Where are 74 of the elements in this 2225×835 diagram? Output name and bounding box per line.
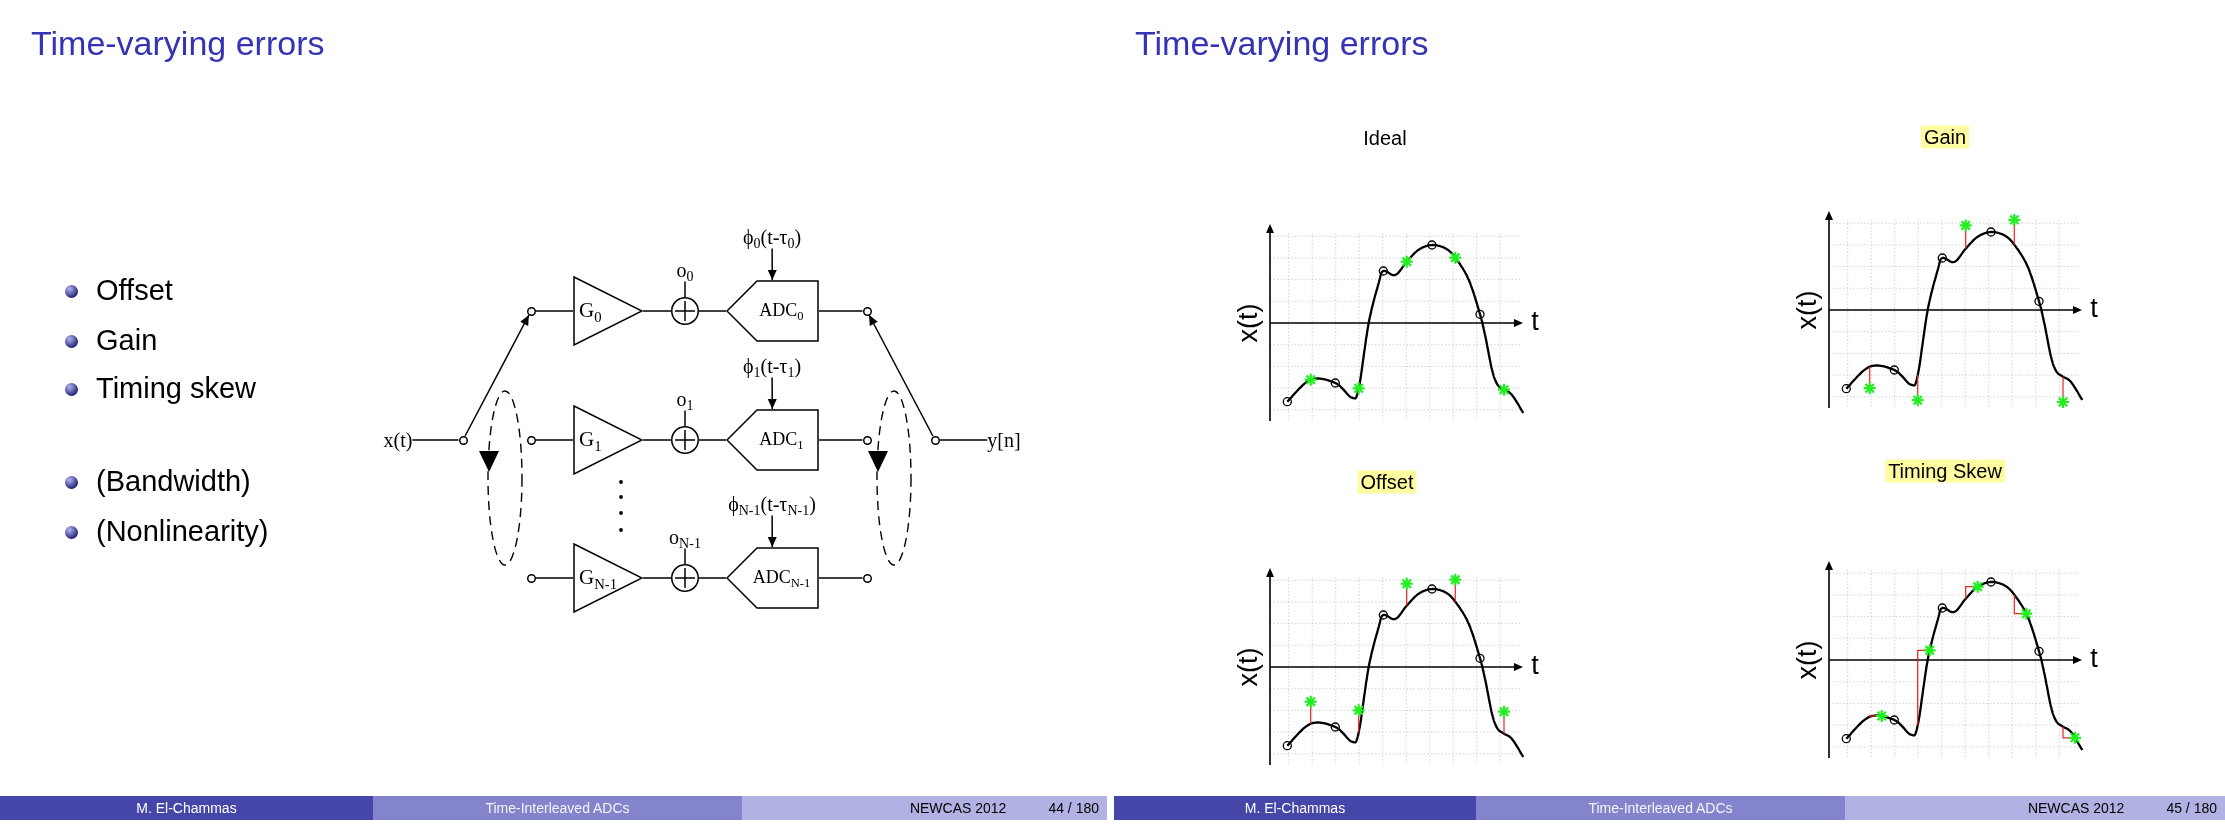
adc-block: ADC$_{0}$ (726, 280, 819, 342)
connector-line (534, 310, 574, 312)
adc-block: ADC$_{N-1}$ (726, 547, 819, 609)
arrow (767, 247, 777, 281)
signal-label: x(t) (383, 428, 413, 452)
connector-line (938, 439, 989, 441)
connector-line (534, 439, 574, 441)
adc-block: ADC$_{1}$ (726, 409, 819, 471)
connector-line (684, 409, 686, 427)
footer-event: NEWCAS 2012 (2027, 799, 2125, 818)
axis-label: t (1531, 306, 1539, 338)
signal-label: ϕ$_{1}$(t-τ$_{1}$) (742, 354, 802, 378)
connector-line (642, 439, 672, 441)
signal-label: o$_{1}$ (676, 387, 694, 411)
arrow (868, 314, 934, 437)
signal-label: ϕ$_{0}$(t-τ$_{0}$) (742, 225, 802, 249)
axis-label: t (2090, 293, 2098, 325)
amplifier-block: G$_{0}$ (573, 276, 643, 346)
signal-label: ϕ$_{N-1}$(t-τ$_{N-1}$) (728, 492, 816, 516)
signal-label: o$_{0}$ (676, 258, 694, 282)
connector-line (818, 577, 864, 579)
connector-line (818, 439, 864, 441)
connector-line (534, 577, 574, 579)
footer-author: M. El-Chammas (1114, 796, 1476, 820)
plot-title: Offset (1357, 470, 1417, 494)
summing-junction (671, 297, 699, 325)
arrow (767, 376, 777, 410)
connector-line (684, 547, 686, 565)
signal-label: o$_{N-1}$ (669, 525, 701, 549)
slide-title: Time-varying errors (1135, 24, 1429, 63)
connector-line (684, 280, 686, 298)
switch-terminal (930, 435, 940, 445)
summing-junction (671, 564, 699, 592)
axis-label: x(t) (1233, 647, 1265, 687)
plot-title: Gain (1920, 125, 1970, 149)
arrow (767, 514, 777, 548)
list-item: Timing skew (96, 372, 257, 406)
switch-terminal (458, 435, 468, 445)
axis-label: x(t) (1792, 640, 1824, 680)
axis-label: x(t) (1233, 303, 1265, 343)
footer-talk-title: Time-Interleaved ADCs (1476, 796, 1845, 820)
switch-terminal (526, 306, 536, 316)
switch-terminal (862, 435, 872, 445)
footer-author: M. El-Chammas (0, 796, 373, 820)
connector-line (698, 439, 727, 441)
amplifier-block: G$_{1}$ (573, 405, 643, 475)
footer-event: NEWCAS 2012 (909, 799, 1007, 818)
page-number: 44 / 180 (1048, 799, 1099, 818)
switch-terminal (526, 573, 536, 583)
switch-terminal (862, 306, 872, 316)
connector-line (411, 439, 460, 441)
switch-terminal (526, 435, 536, 445)
plot-title: Ideal (1362, 126, 1408, 150)
connector-line (642, 310, 672, 312)
axis-label: t (1531, 650, 1539, 682)
plot-title: Timing Skew (1885, 459, 2005, 483)
list-item: Gain (96, 324, 158, 358)
page-number: 45 / 180 (2166, 799, 2217, 818)
connector-line (698, 310, 727, 312)
footer-talk-title: Time-Interleaved ADCs (373, 796, 742, 820)
connector-line (818, 310, 864, 312)
arrow (464, 314, 530, 437)
list-item: (Nonlinearity) (96, 515, 269, 549)
axis-label: t (2090, 643, 2098, 675)
signal-label: y[n] (987, 428, 1021, 452)
connector-line (642, 577, 672, 579)
slide-title: Time-varying errors (31, 24, 325, 63)
axis-label: x(t) (1792, 290, 1824, 330)
switch-terminal (862, 573, 872, 583)
amplifier-block: G$_{N-1}$ (573, 543, 643, 613)
list-item: Offset (96, 274, 173, 308)
summing-junction (671, 426, 699, 454)
list-item: (Bandwidth) (96, 465, 251, 499)
connector-line (698, 577, 727, 579)
